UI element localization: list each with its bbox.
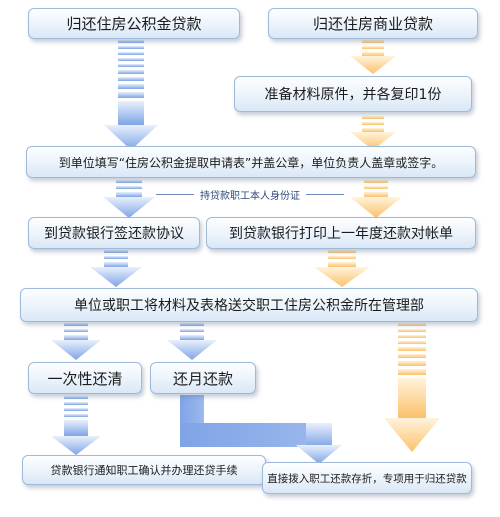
monthly-label: 还月还款	[172, 369, 233, 388]
bank-notify-box: 贷款银行通知职工确认并办理还贷手续	[22, 455, 266, 485]
bank-notify-label: 贷款银行通知职工确认并办理还贷手续	[50, 464, 238, 477]
commercial-loan-repayment-box: 归还住房商业贷款	[268, 8, 478, 39]
orange-arrow-4	[314, 250, 370, 287]
orange-arrow-1	[350, 40, 396, 74]
lump-sum-label: 一次性还清	[47, 369, 123, 388]
print-statement-box: 到贷款银行打印上一年度还款对帐单	[206, 217, 476, 249]
prepare-materials-label: 准备材料原件，并各复印1份	[264, 87, 442, 103]
orange-arrow-2	[350, 116, 396, 150]
print-statement-label: 到贷款银行打印上一年度还款对帐单	[229, 226, 453, 242]
id-note-label: 持贷款职工本人身份证	[200, 190, 300, 202]
id-note: 持贷款职工本人身份证	[150, 186, 350, 202]
direct-transfer-box: 直接拨入职工还款存折，专项用于归还贷款	[262, 462, 472, 494]
submit-to-center-box: 单位或职工将材料及表格送交职工住房公积金所在管理部	[20, 288, 478, 322]
blue-arrow-2	[103, 180, 155, 218]
sign-agreement-label: 到贷款银行签还款协议	[44, 226, 184, 242]
prepare-materials-box: 准备材料原件，并各复印1份	[234, 76, 472, 112]
blue-arrow-3	[90, 250, 142, 287]
blue-arrow-5	[167, 323, 217, 360]
orange-arrow-3	[350, 180, 402, 218]
blue-arrow-7-head	[296, 423, 342, 464]
blue-arrow-6	[51, 396, 101, 455]
note-dash-left	[156, 193, 194, 195]
commercial-loan-repayment-label: 归还住房商业贷款	[312, 15, 433, 33]
blue-arrow-4	[51, 323, 101, 360]
note-dash-right	[306, 193, 344, 195]
fund-loan-repayment-box: 归还住房公积金贷款	[28, 8, 240, 39]
direct-transfer-label: 直接拨入职工还款存折，专项用于归还贷款	[267, 472, 467, 485]
fill-application-label: 到单位填写“住房公积金提取申请表”并盖公章，单位负责人盖章或签字。	[58, 155, 444, 170]
orange-arrow-5	[384, 323, 440, 452]
fund-loan-repayment-label: 归还住房公积金贷款	[66, 15, 202, 33]
blue-arrow-1	[104, 40, 158, 150]
sign-agreement-box: 到贷款银行签还款协议	[28, 217, 200, 249]
lump-sum-box: 一次性还清	[28, 362, 142, 394]
monthly-box: 还月还款	[150, 362, 256, 394]
submit-to-center-label: 单位或职工将材料及表格送交职工住房公积金所在管理部	[74, 298, 424, 314]
fill-application-box: 到单位填写“住房公积金提取申请表”并盖公章，单位负责人盖章或签字。	[26, 146, 476, 178]
